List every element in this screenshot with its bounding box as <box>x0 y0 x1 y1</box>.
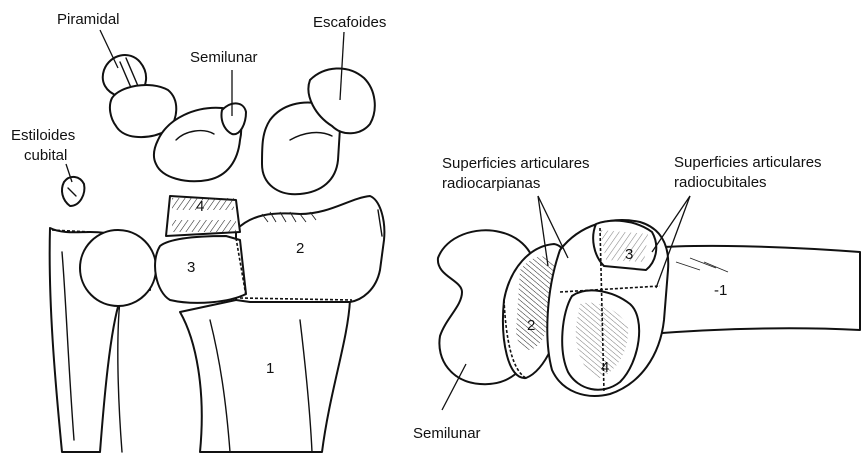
radius-facet-3 <box>155 236 246 303</box>
right-number-4: 4 <box>601 359 609 376</box>
styloid-fragment <box>62 177 84 206</box>
scaphoid-bone <box>262 68 375 194</box>
label-semilunar-right: Semilunar <box>413 425 481 442</box>
radius-shaft-right <box>648 246 860 334</box>
left-number-3: 3 <box>187 259 195 276</box>
triquetrum-bone <box>103 55 177 137</box>
ulnar-head <box>80 230 156 306</box>
label-semilunar-left: Semilunar <box>190 49 258 66</box>
label-piramidal: Piramidal <box>57 11 120 28</box>
label-radiocubitales-line1: Superficies articulares <box>674 154 822 171</box>
left-number-2: 2 <box>296 240 304 257</box>
label-escafoides: Escafoides <box>313 14 386 31</box>
right-number-2: 2 <box>527 317 535 334</box>
left-number-4: 4 <box>196 198 204 215</box>
label-radiocarpianas-line2: radiocarpianas <box>442 175 540 192</box>
label-cubital: cubital <box>24 147 67 164</box>
label-radiocarpianas-line1: Superficies articulares <box>442 155 590 172</box>
right-number-3: 3 <box>625 246 633 263</box>
label-estiloides: Estiloides <box>11 127 75 144</box>
right-figure: Superficies articulares radiocarpianas S… <box>413 154 860 442</box>
right-number-minus1: -1 <box>714 282 727 299</box>
label-radiocubitales-line2: radiocubitales <box>674 174 767 191</box>
left-number-1: 1 <box>266 360 274 377</box>
left-figure: Piramidal Escafoides Semilunar Estiloide… <box>11 11 386 452</box>
